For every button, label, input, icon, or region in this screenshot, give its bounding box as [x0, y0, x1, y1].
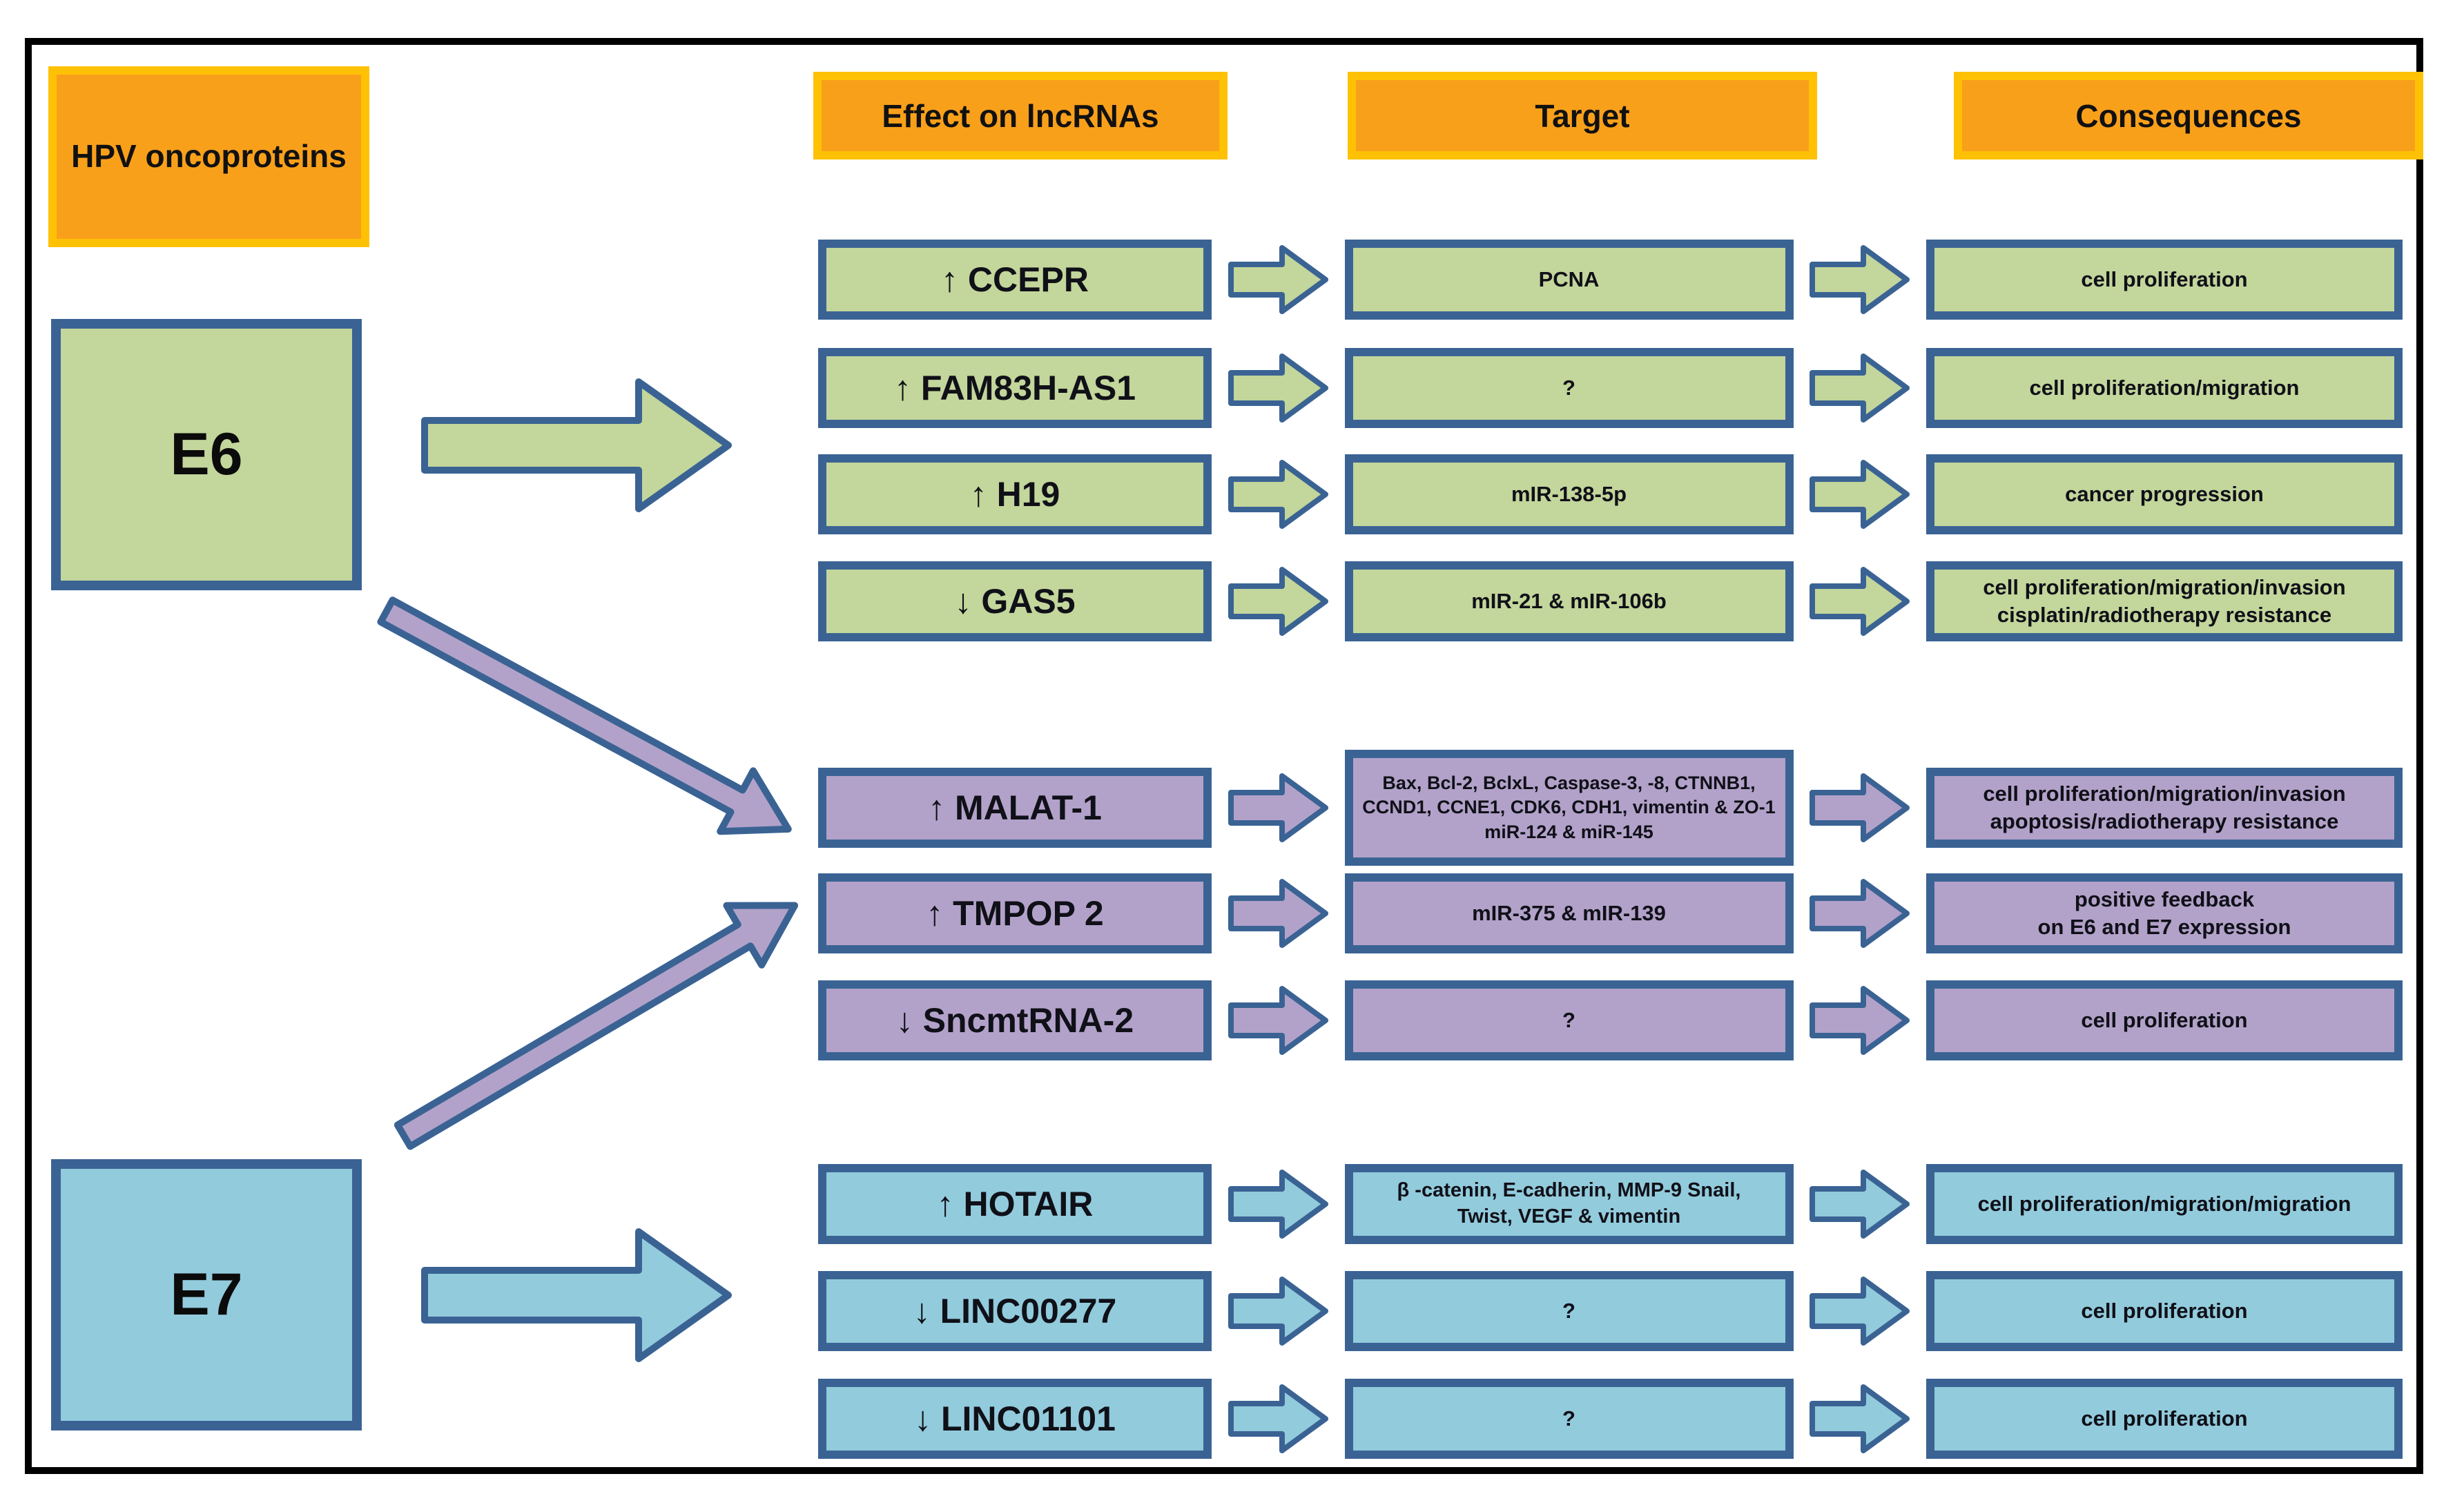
consequence-box: cancer progression: [1926, 454, 2403, 534]
e7-to-purple-rows-arrow: [394, 902, 799, 1150]
row-sncmtrna-2: ↓ SncmtRNA-2 ? cell proliferation: [818, 962, 2403, 1079]
right-arrow-icon: [1810, 879, 1910, 948]
right-arrow-icon: [1228, 245, 1328, 314]
consequence-box: cell proliferation: [1926, 1379, 2403, 1459]
row-linc01101: ↓ LINC01101 ? cell proliferation: [818, 1360, 2403, 1477]
consequence-box: cell proliferation/migration: [1926, 348, 2403, 428]
lncrna-box: ↓ GAS5: [818, 561, 1212, 641]
consequence-box: cell proliferation/migration/migration: [1926, 1164, 2403, 1244]
row-hotair: ↑ HOTAIR β -catenin, E-cadherin, MMP-9 S…: [818, 1145, 2403, 1263]
e6-box: E6: [51, 319, 362, 590]
right-arrow-icon: [1810, 1277, 1910, 1346]
lncrna-box: ↓ SncmtRNA-2: [818, 980, 1212, 1060]
target-box: Bax, Bcl-2, BclxL, Caspase-3, -8, CTNNB1…: [1344, 750, 1794, 866]
right-arrow-icon: [1228, 1277, 1328, 1346]
target-box: ?: [1344, 348, 1794, 428]
right-arrow-icon: [1810, 460, 1910, 529]
e7-box: E7: [51, 1159, 362, 1431]
row-tmpop-2: ↑ TMPOP 2 mIR-375 & mIR-139 positive fee…: [818, 855, 2403, 972]
row-malat-1: ↑ MALAT-1 Bax, Bcl-2, BclxL, Caspase-3, …: [818, 749, 2403, 866]
lncrna-box: ↑ MALAT-1: [818, 768, 1212, 848]
right-arrow-icon: [1810, 245, 1910, 314]
right-arrow-icon: [1810, 567, 1910, 636]
target-box: β -catenin, E-cadherin, MMP-9 Snail, Twi…: [1344, 1164, 1794, 1244]
row-gas5: ↓ GAS5 mIR-21 & mIR-106b cell proliferat…: [818, 543, 2403, 660]
right-arrow-icon: [1810, 773, 1910, 842]
right-arrow-icon: [1228, 879, 1328, 948]
lncrna-box: ↓ LINC01101: [818, 1379, 1212, 1459]
right-arrow-icon: [1228, 353, 1328, 423]
right-arrow-icon: [1228, 1384, 1328, 1453]
e6-to-green-rows-arrow: [421, 378, 732, 512]
target-box: ?: [1344, 980, 1794, 1060]
consequence-box: positive feedback on E6 and E7 expressio…: [1926, 873, 2403, 953]
right-arrow-icon: [1228, 1170, 1328, 1239]
header-hpv-oncoproteins: HPV oncoproteins: [48, 66, 369, 247]
consequence-box: cell proliferation/migration/invasion ap…: [1926, 768, 2403, 848]
header-consequences: Consequences: [1954, 72, 2423, 159]
e6-to-purple-rows-arrow: [377, 597, 792, 835]
row-ccepr: ↑ CCEPR PCNA cell proliferation: [818, 221, 2403, 338]
row-linc00277: ↓ LINC00277 ? cell proliferation: [818, 1252, 2403, 1370]
target-box: ?: [1344, 1271, 1794, 1351]
right-arrow-icon: [1228, 986, 1328, 1055]
target-box: mIR-21 & mIR-106b: [1344, 561, 1794, 641]
target-box: ?: [1344, 1379, 1794, 1459]
target-box: PCNA: [1344, 240, 1794, 320]
right-arrow-icon: [1810, 986, 1910, 1055]
consequence-box: cell proliferation/migration/invasion ci…: [1926, 561, 2403, 641]
lncrna-box: ↑ FAM83H-AS1: [818, 348, 1212, 428]
target-box: mIR-375 & mIR-139: [1344, 873, 1794, 953]
e7-to-blue-rows-arrow: [421, 1228, 732, 1362]
header-effect-on-lncrnas: Effect on lncRNAs: [813, 72, 1228, 159]
consequence-box: cell proliferation: [1926, 1271, 2403, 1351]
right-arrow-icon: [1810, 1170, 1910, 1239]
row-h19: ↑ H19 mIR-138-5p cancer progression: [818, 436, 2403, 553]
consequence-box: cell proliferation: [1926, 980, 2403, 1060]
lncrna-box: ↑ TMPOP 2: [818, 873, 1212, 953]
right-arrow-icon: [1810, 1384, 1910, 1453]
lncrna-box: ↑ H19: [818, 454, 1212, 534]
lncrna-box: ↓ LINC00277: [818, 1271, 1212, 1351]
outer-frame: [25, 38, 2423, 1474]
lncrna-box: ↑ HOTAIR: [818, 1164, 1212, 1244]
target-box: mIR-138-5p: [1344, 454, 1794, 534]
row-fam83h-as1: ↑ FAM83H-AS1 ? cell proliferation/migrat…: [818, 329, 2403, 447]
consequence-box: cell proliferation: [1926, 240, 2403, 320]
lncrna-box: ↑ CCEPR: [818, 240, 1212, 320]
header-target: Target: [1348, 72, 1817, 159]
right-arrow-icon: [1228, 460, 1328, 529]
right-arrow-icon: [1228, 567, 1328, 636]
right-arrow-icon: [1810, 353, 1910, 423]
right-arrow-icon: [1228, 773, 1328, 842]
